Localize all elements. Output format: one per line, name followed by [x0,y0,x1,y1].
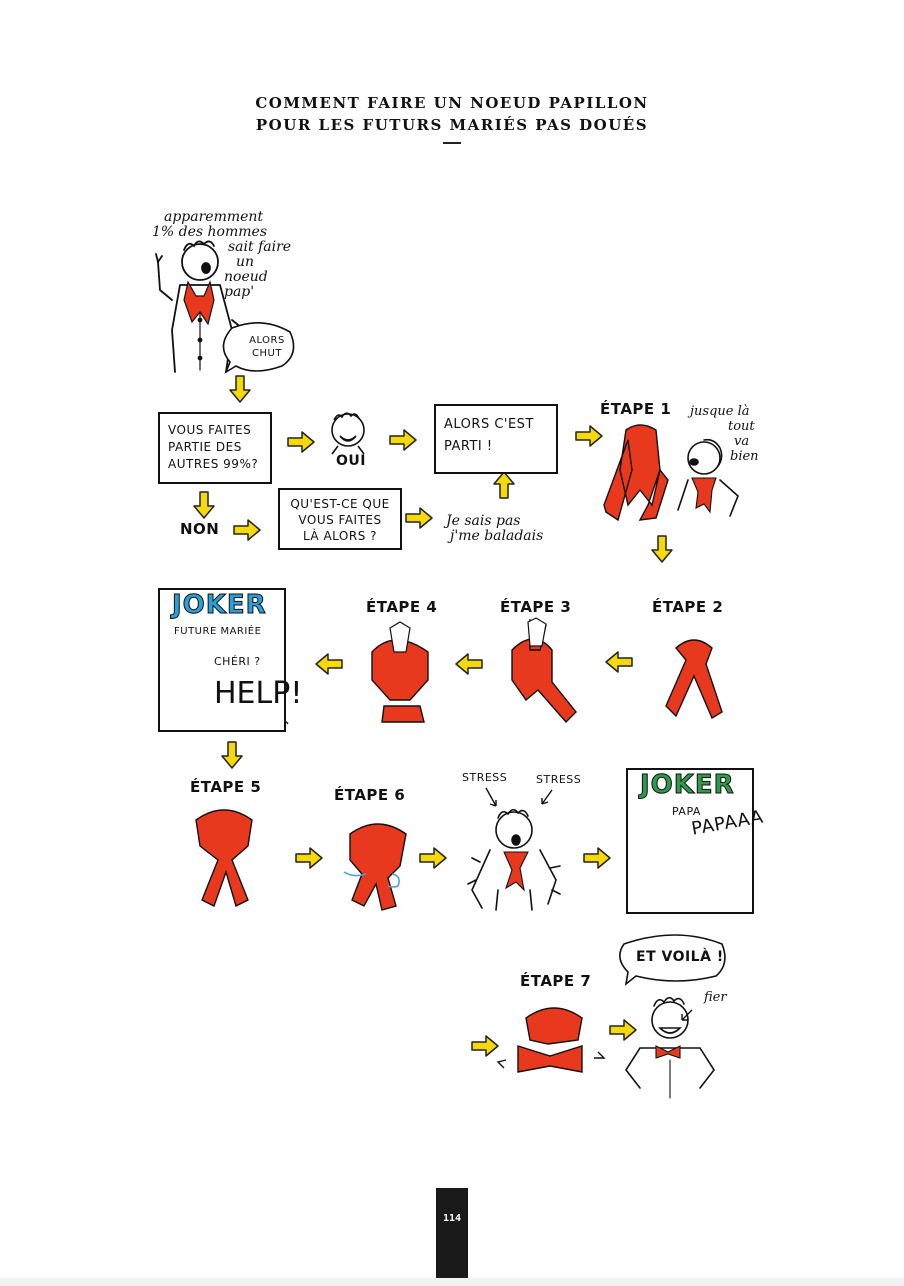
intro-speech-line: noeud pap' [224,269,268,300]
arrow-step5-to-step6 [295,847,323,869]
et-voila-text: ET VOILÀ ! [636,949,724,965]
step2-tie-drawing [665,639,723,720]
step-3-label: ÉTAPE 3 [500,598,572,616]
so-far-line: bien [730,449,759,464]
arrow-non-to-what [233,519,261,541]
step7-bowtie-drawing [517,1007,583,1073]
step5-tie-drawing [195,809,253,908]
joker-1-subtitle: FUTURE MARIÉE [174,626,262,637]
joker-1-help: HELP! [214,676,303,711]
step-5-label: ÉTAPE 5 [190,778,262,796]
alors-chut-bubble-outline [222,322,295,374]
arrow-step2-to-step3 [605,651,633,673]
title-line-1: COMMENT FAIRE UN NOEUD PAPILLON [255,94,649,112]
so-far-comment: jusque là tout va bien [690,404,780,464]
step4-tie-drawing [371,639,429,723]
what-line: VOUS FAITES [298,513,382,527]
page-number: 114 [436,1188,468,1286]
arrow-joker1-down [221,741,243,769]
step1-man-tie [691,477,717,514]
intro-speech-line: 1% des hommes [152,224,268,240]
so-far-line: tout [728,419,755,434]
page-bottom-edge [0,1278,904,1286]
stress-label-1: STRESS [462,771,508,784]
wander-text: Je sais pas j'me baladais [446,514,596,544]
non-label: NON [180,520,220,538]
stress-pointers [485,787,553,807]
arrow-intro-down [229,375,251,403]
question-line: AUTRES 99%? [168,457,259,471]
oui-label: OUI [336,453,366,469]
joker-2-title: JOKER [640,770,735,801]
arrow-wander-to-start [493,471,515,499]
wander-line: Je sais pas [446,513,521,529]
intro-speech-line: sait faire [228,239,292,255]
step1-tie-drawing [603,424,669,522]
title-rule [443,142,461,144]
joker-2-subtitle: PAPA [672,805,701,818]
title-line-2: POUR LES FUTURS MARIÉS PAS DOUÉS [255,116,649,134]
arrow-step3-to-step4 [455,653,483,675]
joker-1-cheri: CHÉRI ? [214,655,261,668]
question-box: VOUS FAITES PARTIE DES AUTRES 99%? [158,412,272,484]
joker-1-title: JOKER [172,590,267,621]
alors-chut-bubble: ALORS CHUT [249,335,285,359]
start-box: ALORS C'EST PARTI ! [434,404,558,474]
step3-collar [527,617,547,647]
step1-man-figure [677,438,739,517]
stress-label-2: STRESS [536,773,582,786]
what-line: LÀ ALORS ? [302,529,378,543]
et-voila-bubble-outline [619,934,726,986]
arrow-question-to-oui [287,431,315,453]
oui-head [331,412,365,455]
question-line: VOUS FAITES [168,423,252,437]
step4-collar [389,621,411,653]
wander-line: j'me baladais [450,528,544,544]
start-line: ALORS C'EST [444,417,534,432]
step-1-label: ÉTAPE 1 [600,400,672,418]
fier-text: fier [704,990,727,1005]
intro-untied-tie [183,280,215,326]
intro-speech: apparemment 1% des hommes sait faire un … [152,210,292,300]
arrow-start-to-step1 [575,425,603,447]
intro-speech-line: un [236,254,255,270]
arrow-step1-down [651,535,673,563]
so-far-line: va [734,434,750,449]
start-line: PARTI ! [444,439,493,454]
arrow-step7-to-final [609,1019,637,1041]
arrow-stress-to-joker2 [583,847,611,869]
question-line: PARTIE DES [168,440,242,454]
arrow-question-to-non [193,491,215,519]
arrow-into-step7 [471,1035,499,1057]
step-7-label: ÉTAPE 7 [520,972,592,990]
step-4-label: ÉTAPE 4 [366,598,438,616]
step7-pull-marks [496,1051,606,1069]
arrow-step6-to-stress [419,847,447,869]
fier-pointer [681,1009,693,1021]
intro-speech-line: apparemment [164,209,264,225]
arrow-step4-to-joker1 [315,653,343,675]
step6-motion-lines [343,871,400,888]
what-line: QU'EST-CE QUE [290,497,390,511]
joker-1-panel [158,588,286,732]
page-title: COMMENT FAIRE UN NOEUD PAPILLON POUR LES… [0,92,904,144]
proud-man-figure [625,996,715,1099]
joker-2-panel [626,768,754,914]
stress-man-figure [467,808,561,911]
step-2-label: ÉTAPE 2 [652,598,724,616]
arrow-oui-to-start [389,429,417,451]
step6-tie-drawing [349,823,407,911]
proud-man-bowtie [655,1045,681,1059]
stress-man-tie [503,851,529,892]
what-box: QU'EST-CE QUE VOUS FAITES LÀ ALORS ? [278,488,402,550]
so-far-line: jusque là [690,404,750,419]
arrow-what-to-wander [405,507,433,529]
step-6-label: ÉTAPE 6 [334,786,406,804]
